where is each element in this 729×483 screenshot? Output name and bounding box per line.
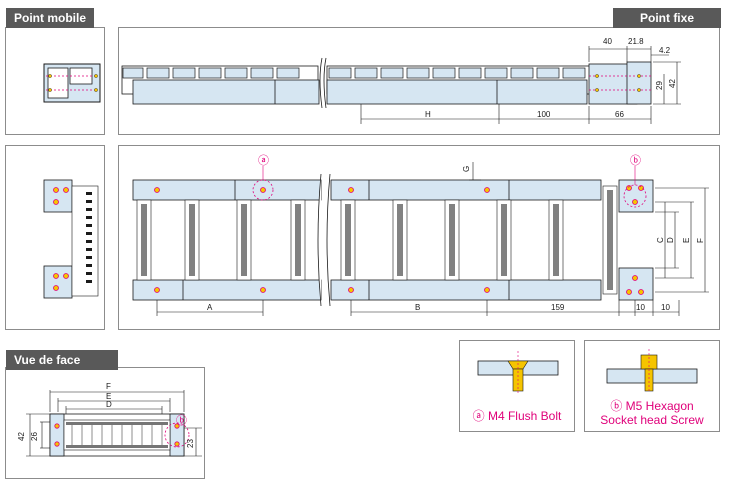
dim-4-2: 4.2 <box>659 46 671 55</box>
dim-g: G <box>462 166 471 172</box>
vue-de-face-label: Vue de face <box>6 350 118 370</box>
chain-side-view: 40 21.8 4.2 29 42 H 100 66 <box>121 37 681 124</box>
mobile-end-plan-view <box>43 179 99 299</box>
dim-c: C <box>656 237 665 243</box>
dim-100: 100 <box>537 110 551 119</box>
dim-159: 159 <box>551 303 565 312</box>
marker-b: ⓑ <box>630 154 641 167</box>
front-dim-42: 42 <box>17 432 26 441</box>
plan-end-panel <box>5 145 105 330</box>
dim-d: D <box>666 237 675 243</box>
point-mobile-side-panel <box>5 27 105 135</box>
hex-screw-detail <box>606 349 698 393</box>
flush-bolt-detail <box>477 351 559 393</box>
detail-b-caption-line2: Socket head Screw <box>600 413 704 427</box>
front-dim-e: E <box>106 392 111 401</box>
dim-b: B <box>415 303 420 312</box>
detail-b-panel: ⓑ M5 Hexagon Socket head Screw <box>584 340 720 432</box>
dim-21-8: 21.8 <box>628 37 644 46</box>
front-view-panel: ⓑ F E D 42 26 23 <box>5 367 205 479</box>
detail-b-caption-line1: ⓑ M5 Hexagon <box>610 399 694 413</box>
chain-front-view: ⓑ F E D 42 26 23 <box>17 382 202 457</box>
side-view-panel: 40 21.8 4.2 29 42 H 100 66 <box>118 27 720 135</box>
detail-a-caption: ⓐ M4 Flush Bolt <box>472 409 562 423</box>
plan-view-panel: ⓐ ⓑ A B 159 10 10 G C D E F <box>118 145 720 330</box>
dim-e: E <box>682 238 691 243</box>
front-dim-d: D <box>106 400 112 409</box>
dim-f: F <box>696 238 705 243</box>
point-fixe-label: Point fixe <box>613 8 721 28</box>
mobile-end-side-view <box>43 63 101 103</box>
dim-a: A <box>207 303 213 312</box>
dim-40: 40 <box>603 37 612 46</box>
front-dim-23: 23 <box>186 439 195 448</box>
dim-10-b: 10 <box>661 303 670 312</box>
marker-a: ⓐ <box>258 154 269 167</box>
point-mobile-label: Point mobile <box>6 8 94 28</box>
detail-a-panel: ⓐ M4 Flush Bolt <box>459 340 575 432</box>
dim-h: H <box>425 110 431 119</box>
front-marker-b: ⓑ <box>176 414 187 427</box>
front-dim-26: 26 <box>30 432 39 441</box>
dim-42: 42 <box>668 79 677 88</box>
dim-10-a: 10 <box>636 303 645 312</box>
dim-66: 66 <box>615 110 624 119</box>
chain-plan-view: ⓐ ⓑ A B 159 10 10 G C D E F <box>132 154 709 316</box>
dim-29: 29 <box>655 81 664 90</box>
front-dim-f: F <box>106 382 111 391</box>
